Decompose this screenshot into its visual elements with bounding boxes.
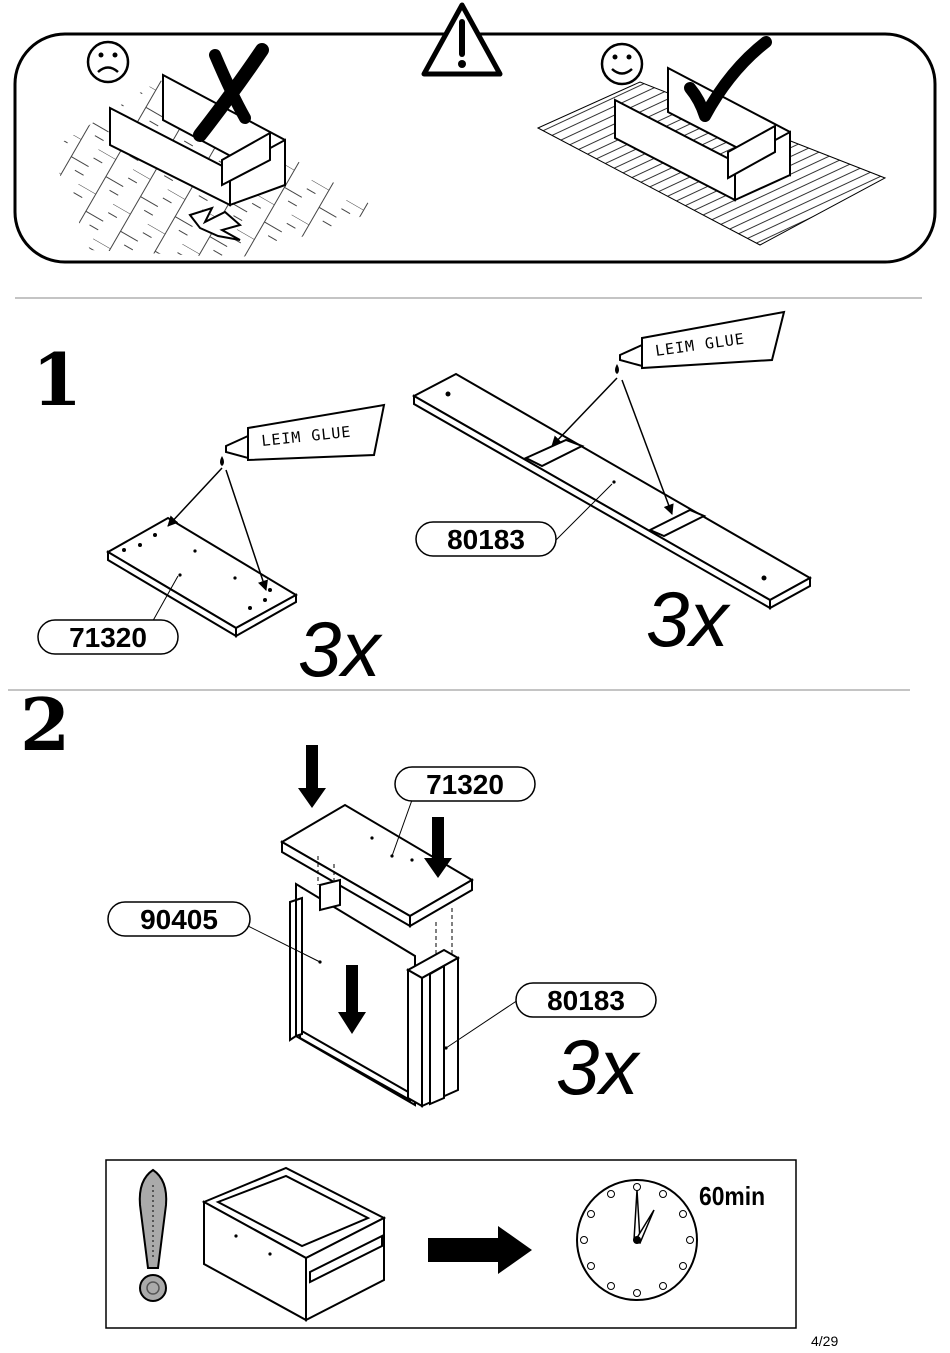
svg-text:80183: 80183	[447, 524, 525, 555]
step-number: 2	[20, 682, 70, 767]
sad-face-icon	[86, 40, 130, 84]
arrow-right-icon	[428, 1226, 532, 1274]
rail-80183	[411, 372, 813, 610]
quantity-label: 3x	[298, 605, 383, 693]
part-label-80183: 80183	[515, 982, 657, 1018]
arrow-down-icon	[298, 745, 452, 1034]
glue-tube: LEIM GLUE	[615, 310, 786, 374]
clock-icon	[576, 1179, 698, 1301]
part-label-90405: 90405	[107, 901, 251, 937]
svg-text:71320: 71320	[69, 622, 147, 653]
svg-text:71320: 71320	[426, 769, 504, 800]
drawer	[201, 1166, 387, 1322]
part-label-71320: 71320	[394, 766, 536, 802]
glue-tube: LEIM GLUE	[220, 403, 386, 466]
warning-panel	[13, 2, 937, 264]
cross-mark-icon	[193, 43, 269, 142]
part-label-71320: 71320	[37, 619, 179, 655]
step-number: 1	[32, 337, 82, 422]
carcass-on-hard-floor	[109, 73, 286, 241]
panel-71320	[106, 516, 299, 638]
svg-text:80183: 80183	[547, 985, 625, 1016]
check-mark-icon	[684, 36, 772, 122]
side-rail	[405, 948, 461, 1108]
svg-text:90405: 90405	[140, 904, 218, 935]
exclamation-icon	[138, 1168, 168, 1302]
quantity-label: 3x	[556, 1023, 641, 1111]
warning-icon	[421, 2, 503, 77]
page-number: 4/29	[811, 1333, 839, 1349]
top-panel	[280, 803, 474, 928]
happy-face-icon	[600, 42, 644, 86]
wait-time-label: 60min	[699, 1183, 765, 1212]
part-label-80183: 80183	[415, 521, 557, 557]
quantity-label: 3x	[646, 575, 731, 663]
